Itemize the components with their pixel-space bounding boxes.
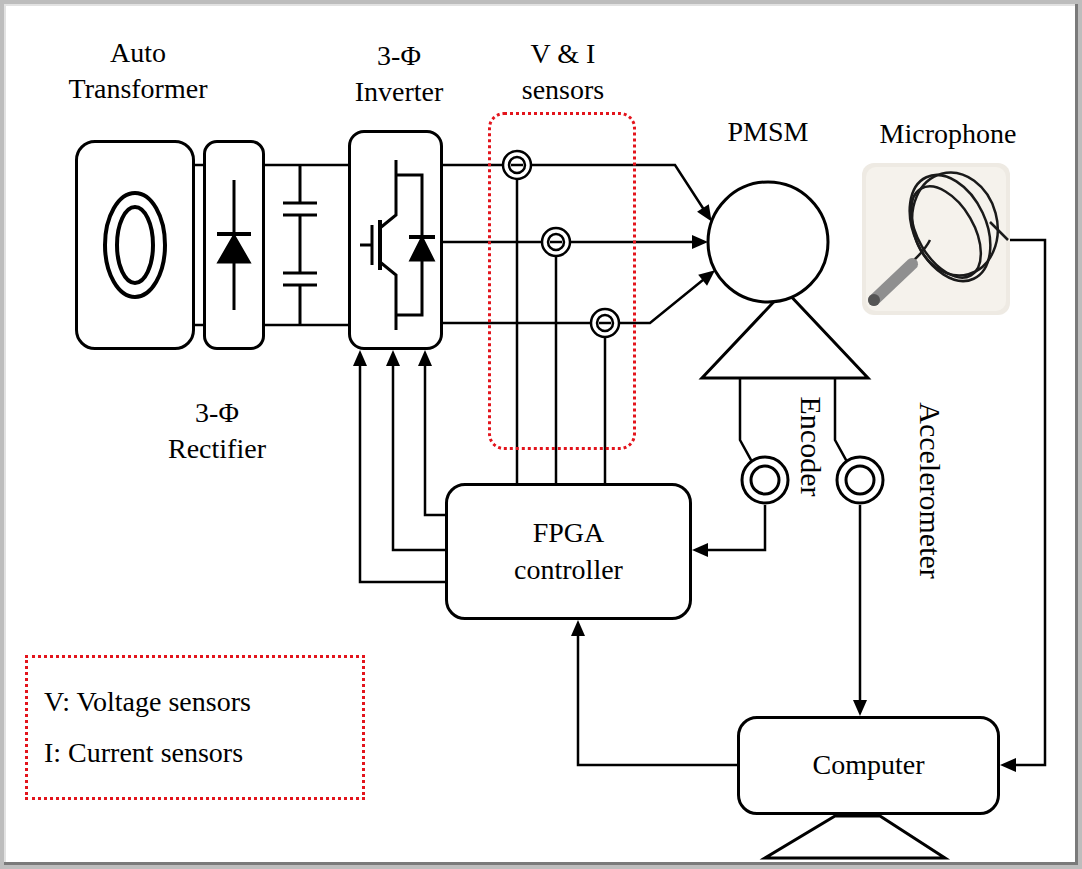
rectifier-box: 3-Φ Rectifier [203, 140, 265, 350]
arrowhead [698, 270, 715, 286]
ring-outer [837, 457, 883, 503]
wire-line [195, 164, 203, 167]
computer-box: Computer [737, 716, 1000, 815]
motor-base [702, 290, 868, 378]
box-label: FPGA controller [494, 515, 644, 588]
signal-arrow [443, 235, 708, 249]
arrowhead [386, 350, 400, 366]
transformer-box: Auto Transformer [75, 140, 195, 350]
motor-outline [700, 180, 870, 382]
wire [195, 325, 203, 326]
wire [556, 450, 557, 483]
arrowhead [697, 204, 712, 221]
part-label: Accelerometer [910, 402, 949, 579]
arrowhead [853, 700, 867, 716]
part-label: 3-Φ Rectifier [155, 395, 280, 468]
part-label: Microphone [843, 116, 1053, 152]
wire-line [1010, 240, 1045, 765]
microphone-box: Microphone [862, 163, 1010, 315]
signal-arrow [386, 350, 445, 550]
wire [740, 378, 751, 460]
box-label: Computer [813, 747, 925, 783]
part-label: Auto Transformer [56, 35, 221, 108]
part-label: V & I sensors [502, 36, 624, 109]
wire [605, 450, 606, 483]
signal-arrow [443, 270, 715, 323]
signal-arrow [443, 165, 712, 221]
signal-arrow [418, 350, 445, 515]
wire-line [443, 165, 704, 210]
arrowhead [1000, 758, 1016, 772]
controller-box: FPGA controller [445, 483, 692, 620]
wire-line [393, 364, 445, 550]
ring-inner [846, 466, 874, 494]
arrowhead [353, 350, 367, 366]
signal-arrow [571, 620, 737, 765]
wire-line [265, 324, 348, 327]
wire-line [265, 164, 348, 167]
ring-outline [740, 455, 790, 505]
wire [265, 325, 348, 326]
signal-arrow [692, 505, 765, 557]
arrowhead [418, 350, 432, 366]
arrowhead [692, 235, 708, 249]
capacitor-symbol [283, 165, 317, 325]
wire [835, 378, 846, 460]
wire [265, 165, 348, 166]
wire-line [740, 378, 751, 460]
legend-box: V: Voltage sensors I: Current sensors [25, 655, 365, 800]
ring-inner [751, 466, 779, 494]
arrowhead [571, 620, 585, 636]
wire-line [835, 378, 846, 460]
wire-line [516, 450, 519, 483]
wire-line [604, 450, 607, 483]
wire-line [360, 364, 445, 582]
igbt-symbol [360, 160, 435, 330]
inverter-box: 3-Φ Inverter [348, 130, 443, 350]
microphone-photo [862, 162, 1010, 315]
accelerometer-circle: Accelerometer [835, 455, 885, 505]
part-label: Encoder [792, 396, 831, 496]
transformer-symbol [105, 193, 165, 297]
wire-line [859, 505, 862, 702]
wire-line [555, 450, 558, 483]
ring-outline [835, 455, 885, 505]
sensor-symbol [503, 151, 619, 450]
motor-symbol: PMSM [700, 180, 870, 382]
part-label: 3-Φ Inverter [338, 38, 460, 111]
legend-text: V: Voltage sensors [44, 684, 346, 720]
monitor-stand [765, 816, 945, 858]
wire-line [706, 505, 765, 550]
wire-line [425, 364, 445, 515]
legend-text: I: Current sensors [44, 735, 346, 771]
motor-circle [708, 182, 828, 302]
wire-line [578, 634, 737, 765]
ring-outer [742, 457, 788, 503]
signal-arrow [1000, 240, 1045, 772]
part-label: PMSM [683, 114, 853, 150]
sensor-group: V & I sensors [488, 112, 636, 450]
diode-symbol [217, 180, 251, 310]
wire-line [443, 279, 704, 323]
arrowhead [692, 543, 708, 557]
wire [517, 450, 518, 483]
signal-arrow [353, 350, 445, 582]
encoder-circle: Encoder [740, 455, 790, 505]
signal-arrow [853, 505, 867, 716]
wire-line [195, 324, 203, 327]
wire [195, 165, 203, 166]
